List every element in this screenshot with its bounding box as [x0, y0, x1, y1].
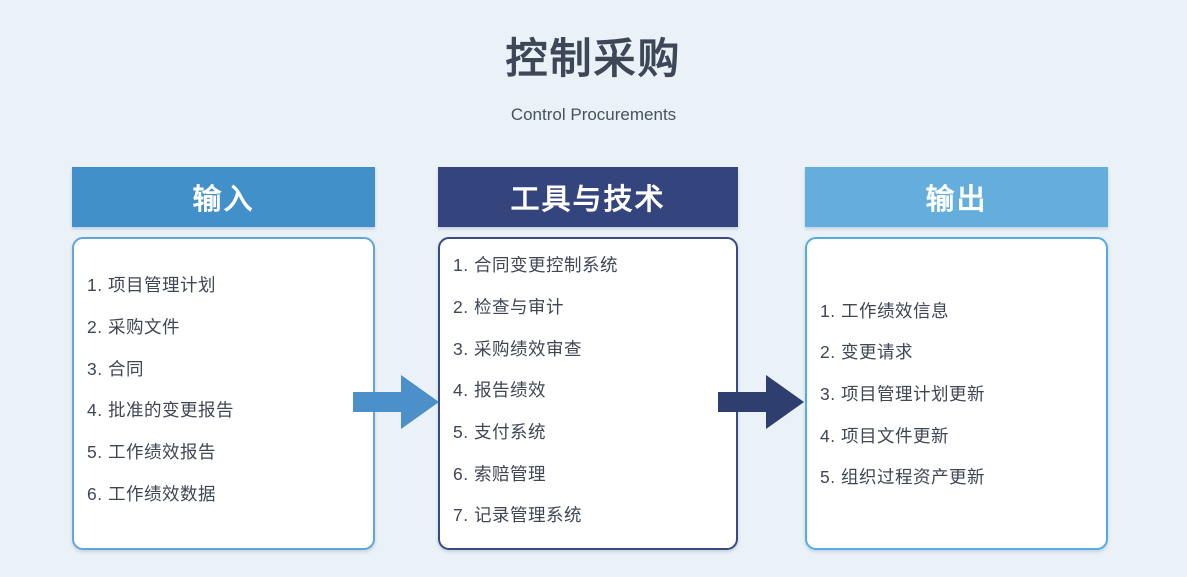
list-item: 3. 采购绩效审查 [453, 338, 582, 359]
list-item: 2. 采购文件 [87, 317, 180, 338]
column-tools: 工具与技术 1. 合同变更控制系统 2. 检查与审计 3. 采购绩效审查 4. … [438, 167, 738, 550]
page-title: 控制采购 [505, 35, 682, 82]
column-header-inputs: 输入 [72, 167, 375, 227]
arrow-tools-to-outputs [717, 167, 805, 429]
column-body-outputs: 1. 工作绩效信息 2. 变更请求 3. 项目管理计划更新 4. 项目文件更新 … [805, 237, 1108, 550]
list-item: 4. 批准的变更报告 [87, 400, 234, 421]
list-item: 1. 合同变更控制系统 [453, 255, 618, 276]
column-body-inputs: 1. 项目管理计划 2. 采购文件 3. 合同 4. 批准的变更报告 5. 工作… [72, 237, 375, 550]
column-body-tools: 1. 合同变更控制系统 2. 检查与审计 3. 采购绩效审查 4. 报告绩效 5… [438, 237, 738, 550]
list-item: 7. 记录管理系统 [453, 505, 582, 526]
tools-list: 1. 合同变更控制系统 2. 检查与审计 3. 采购绩效审查 4. 报告绩效 5… [453, 244, 730, 536]
list-item: 3. 合同 [87, 358, 144, 379]
list-item: 2. 检查与审计 [453, 297, 564, 318]
list-item: 5. 组织过程资产更新 [820, 467, 985, 488]
list-item: 6. 工作绩效数据 [87, 483, 216, 504]
list-item: 4. 报告绩效 [453, 380, 546, 401]
list-item: 1. 项目管理计划 [87, 275, 216, 296]
page-subtitle: Control Procurements [510, 105, 677, 124]
inputs-list: 1. 项目管理计划 2. 采购文件 3. 合同 4. 批准的变更报告 5. 工作… [87, 264, 367, 514]
list-item: 6. 索赔管理 [453, 463, 546, 484]
arrow-right-icon [717, 375, 804, 429]
outputs-list: 1. 工作绩效信息 2. 变更请求 3. 项目管理计划更新 4. 项目文件更新 … [820, 289, 1100, 497]
list-item: 5. 支付系统 [453, 422, 546, 443]
column-inputs: 输入 1. 项目管理计划 2. 采购文件 3. 合同 4. 批准的变更报告 5.… [72, 167, 375, 550]
arrow-inputs-to-tools [352, 167, 439, 429]
diagram-row: 输入 1. 项目管理计划 2. 采购文件 3. 合同 4. 批准的变更报告 5.… [72, 167, 1108, 550]
list-item: 1. 工作绩效信息 [820, 300, 949, 321]
arrow-right-icon [352, 375, 439, 429]
column-header-tools: 工具与技术 [438, 167, 738, 227]
list-item: 5. 工作绩效报告 [87, 442, 216, 463]
column-header-outputs: 输出 [805, 167, 1108, 227]
list-item: 4. 项目文件更新 [820, 425, 949, 446]
column-outputs: 输出 1. 工作绩效信息 2. 变更请求 3. 项目管理计划更新 4. 项目文件… [805, 167, 1108, 550]
list-item: 2. 变更请求 [820, 342, 913, 363]
list-item: 3. 项目管理计划更新 [820, 384, 985, 404]
